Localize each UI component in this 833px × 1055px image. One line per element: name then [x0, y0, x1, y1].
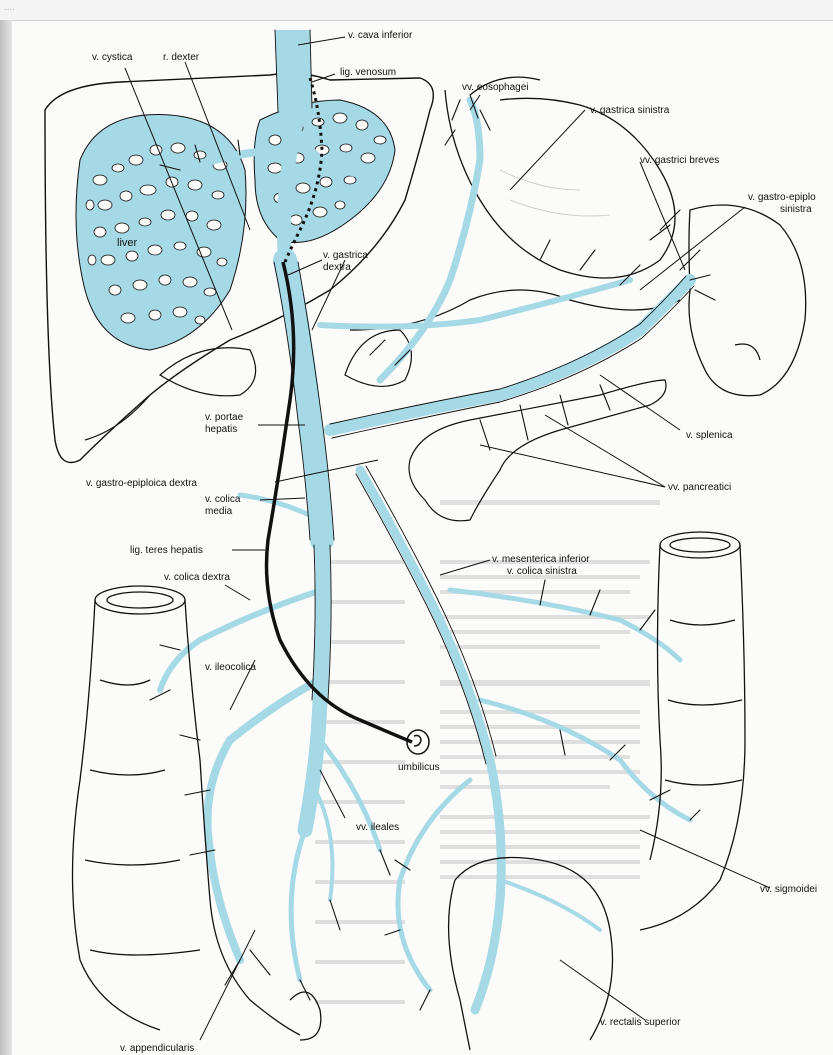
label-v-gastrica-sinistra: v. gastrica sinistra: [590, 105, 669, 116]
label-v-appendicularis: v. appendicularis: [120, 1043, 194, 1054]
label-v-gastro-epiploica-dextra: v. gastro-epiploica dextra: [86, 478, 197, 489]
label-vv-gastrici-breves: vv. gastrici breves: [640, 155, 719, 166]
label-umbilicus: umbilicus: [398, 762, 440, 773]
label-vv-pancreatici: vv. pancreatici: [668, 482, 731, 493]
label-v-cystica: v. cystica: [92, 52, 132, 63]
label-v-colica-media-2: media: [205, 506, 232, 517]
label-v-portae-hepatis-2: hepatis: [205, 424, 237, 435]
label-lig-venosum: lig. venosum: [340, 67, 396, 78]
stomach-wall-lines: [500, 170, 610, 216]
label-liver: liver: [117, 238, 137, 249]
label-v-colica-media: v. colica: [205, 494, 240, 505]
label-v-gastro-epiploica-sinistra: v. gastro-epiplo: [748, 192, 816, 203]
label-v-gastrica-dextra-2: dextra: [323, 262, 351, 273]
label-v-colica-sinistra: v. colica sinistra: [507, 566, 577, 577]
label-v-gastrica-dextra: v. gastrica: [323, 250, 368, 261]
inferior-vena-cava-vessel: [275, 30, 312, 112]
label-r-dexter: r. dexter: [163, 52, 199, 63]
label-vv-sigmoidei: vv. sigmoidei: [760, 884, 817, 895]
label-lig-teres-hepatis: lig. teres hepatis: [130, 545, 203, 556]
spleen-outline: [689, 205, 806, 396]
label-v-portae-hepatis: v. portae: [205, 412, 243, 423]
label-v-splenica: v. splenica: [686, 430, 733, 441]
label-v-gastro-epiploica-sinistra-2: sinistra: [780, 204, 812, 215]
label-v-cava-inferior: v. cava inferior: [348, 30, 412, 41]
label-v-ileocolica: v. ileocolica: [205, 662, 256, 673]
label-v-rectalis-superior: v. rectalis superior: [600, 1017, 680, 1028]
label-vv-ileales: vv. ileales: [356, 822, 399, 833]
label-vv-eosophagei: vv. eosophagei: [462, 82, 529, 93]
label-v-mesenterica-inferior: v. mesenterica inferior: [492, 554, 590, 565]
label-v-colica-dextra: v. colica dextra: [164, 572, 230, 583]
